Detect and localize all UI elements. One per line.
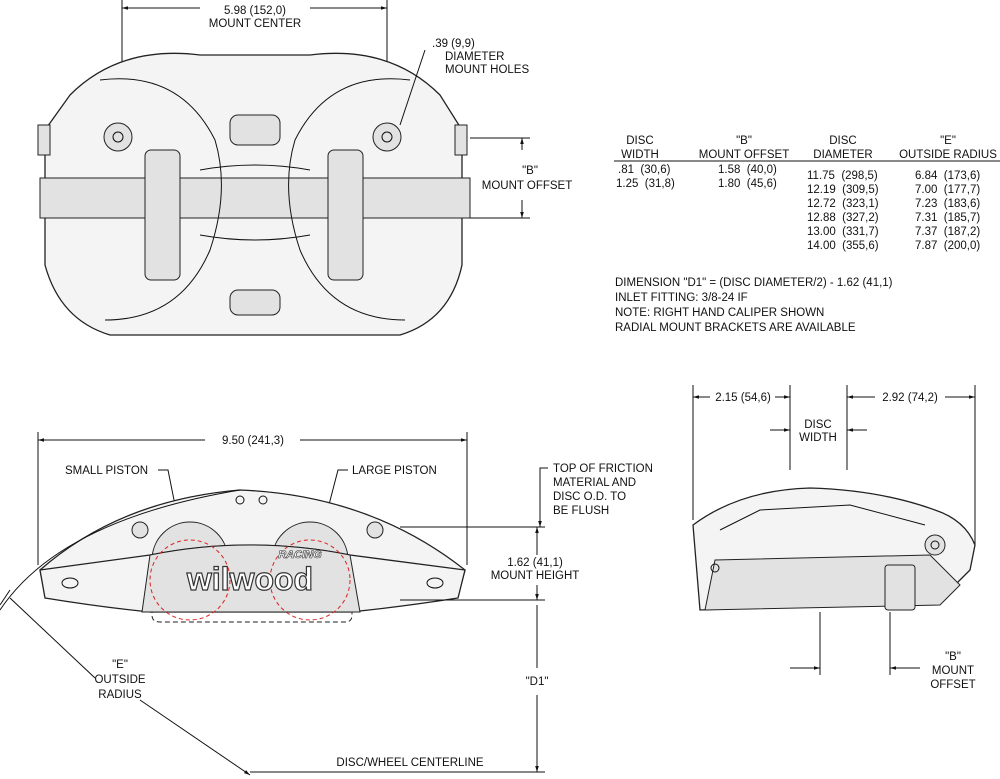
mount-center-label: MOUNT CENTER — [209, 18, 301, 30]
small-piston-label: SMALL PISTON — [65, 465, 148, 477]
header-outside-radius-2: OUTSIDE RADIUS — [899, 149, 997, 161]
notes: DIMENSION "D1" = (DISC DIAMETER/2) - 1.6… — [615, 277, 893, 334]
side-disc-width-2: WIDTH — [799, 432, 837, 444]
disc-width-cell: 1.25 (31,8) — [616, 178, 675, 190]
header-disc-diameter-2: DIAMETER — [813, 149, 872, 161]
mount-offset-cell: 1.58 (40,0) — [718, 164, 777, 176]
outside-radius-label-3: RADIUS — [98, 689, 142, 701]
flush-note-2: MATERIAL AND — [553, 477, 636, 489]
side-mount-offset-3: OFFSET — [930, 679, 975, 691]
side-mount-offset-2: MOUNT — [932, 665, 974, 677]
front-view: 9.50 (241,3) SMALL PISTON LARGE PISTON w… — [0, 432, 653, 776]
outside-radius-label-1: "E" — [112, 659, 128, 671]
outside-radius-cell: 7.31 (185,7) — [915, 212, 980, 224]
disc-diameter-cell: 11.75 (298,5) — [807, 170, 878, 182]
flush-note-3: DISC O.D. TO — [553, 491, 626, 503]
mount-holes-line-3: MOUNT HOLES — [445, 64, 529, 76]
mount-holes-line-1: .39 (9,9) — [432, 38, 475, 50]
side-left-dimension: 2.15 (54,6) — [715, 392, 771, 404]
header-mount-offset-1: "B" — [736, 135, 752, 147]
disc-width-cell: .81 (30,6) — [618, 164, 671, 176]
side-view: 2.15 (54,6) 2.92 (74,2) DISC WIDTH "B" M… — [692, 385, 976, 691]
racing-logo: RACING — [278, 549, 322, 561]
top-view: 5.98 (152,0) MOUNT CENTER .39 (9,9) DIAM… — [37, 0, 573, 336]
outside-radius-label-2: OUTSIDE — [94, 674, 145, 686]
mount-offset-cell: 1.80 (45,6) — [718, 178, 777, 190]
flush-note-4: BE FLUSH — [553, 505, 609, 517]
header-disc-width-2: WIDTH — [621, 149, 659, 161]
mount-height-dim: 1.62 (41,1) — [507, 557, 563, 569]
outside-radius-cell: 7.23 (183,6) — [915, 198, 980, 210]
mount-height-label: MOUNT HEIGHT — [491, 570, 580, 582]
top-mount-offset-label-2: MOUNT OFFSET — [482, 180, 573, 192]
d1-label: "D1" — [526, 676, 549, 688]
mount-holes-line-2: DIAMETER — [445, 51, 504, 63]
mount-center-dimension: 5.98 (152,0) — [224, 5, 286, 17]
side-mount-offset-1: "B" — [945, 651, 961, 663]
outside-radius-cell: 6.84 (173,6) — [915, 170, 980, 182]
wilwood-logo: wilwood — [186, 561, 313, 597]
disc-diameter-cell: 14.00 (355,6) — [807, 240, 879, 252]
disc-diameter-cell: 12.72 (323,1) — [807, 198, 879, 210]
spec-table: DISC WIDTH "B" MOUNT OFFSET DISC DIAMETE… — [614, 135, 1000, 252]
overall-width-dimension: 9.50 (241,3) — [222, 435, 284, 447]
header-disc-width-1: DISC — [626, 135, 653, 147]
top-mount-offset-label-1: "B" — [522, 165, 538, 177]
note-right-hand: NOTE: RIGHT HAND CALIPER SHOWN — [615, 307, 824, 319]
header-mount-offset-2: MOUNT OFFSET — [699, 149, 790, 161]
outside-radius-cell: 7.00 (177,7) — [915, 184, 980, 196]
large-piston-label: LARGE PISTON — [352, 465, 437, 477]
side-disc-width-1: DISC — [804, 419, 831, 431]
header-outside-radius-1: "E" — [940, 135, 956, 147]
note-inlet: INLET FITTING: 3/8-24 IF — [615, 292, 748, 304]
note-brackets: RADIAL MOUNT BRACKETS ARE AVAILABLE — [615, 322, 856, 334]
header-disc-diameter-1: DISC — [829, 135, 856, 147]
disc-diameter-cell: 12.88 (327,2) — [807, 212, 879, 224]
disc-diameter-cell: 13.00 (331,7) — [807, 226, 879, 238]
disc-diameter-cell: 12.19 (309,5) — [807, 184, 879, 196]
side-right-dimension: 2.92 (74,2) — [882, 392, 938, 404]
outside-radius-cell: 7.37 (187,2) — [915, 226, 980, 238]
outside-radius-cell: 7.87 (200,0) — [915, 240, 980, 252]
flush-note-1: TOP OF FRICTION — [553, 463, 653, 475]
note-d1: DIMENSION "D1" = (DISC DIAMETER/2) - 1.6… — [615, 277, 893, 289]
centerline-label: DISC/WHEEL CENTERLINE — [336, 757, 484, 769]
